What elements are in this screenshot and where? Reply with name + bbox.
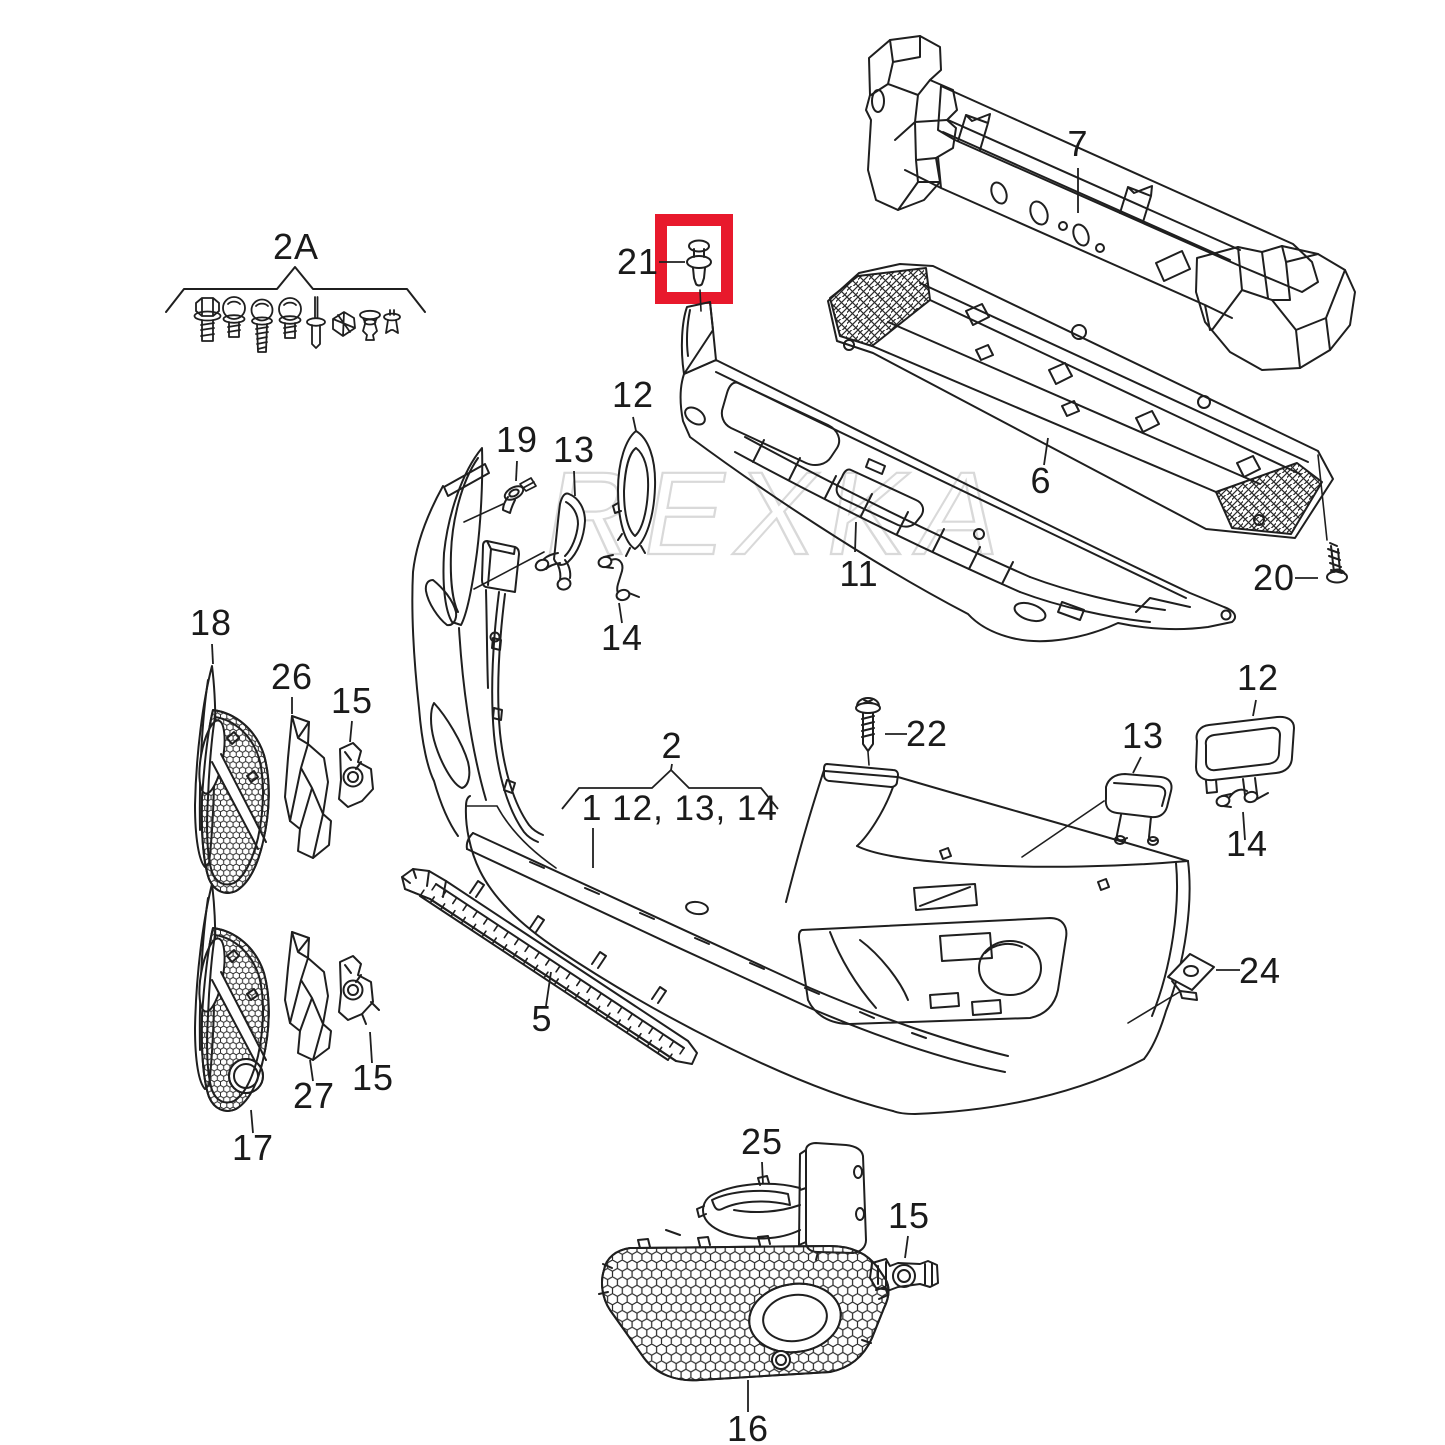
svg-text:13: 13 <box>1122 715 1164 756</box>
svg-text:18: 18 <box>190 602 232 643</box>
svg-text:11: 11 <box>839 553 878 594</box>
svg-text:15: 15 <box>888 1195 930 1236</box>
svg-text:6: 6 <box>1030 460 1051 501</box>
svg-text:15: 15 <box>352 1057 394 1098</box>
svg-text:26: 26 <box>271 656 313 697</box>
svg-text:27: 27 <box>293 1075 335 1116</box>
svg-text:13: 13 <box>553 429 595 470</box>
svg-text:7: 7 <box>1067 123 1088 164</box>
svg-text:1: 1 <box>581 787 602 828</box>
svg-text:25: 25 <box>741 1121 783 1162</box>
svg-text:14: 14 <box>601 617 643 658</box>
svg-text:12, 13, 14: 12, 13, 14 <box>612 789 778 828</box>
svg-text:5: 5 <box>531 998 552 1039</box>
svg-text:16: 16 <box>727 1408 769 1445</box>
svg-text:12: 12 <box>1237 657 1279 698</box>
svg-text:2: 2 <box>661 725 682 766</box>
svg-text:20: 20 <box>1253 557 1295 598</box>
svg-text:21: 21 <box>617 241 659 282</box>
svg-text:15: 15 <box>331 680 373 721</box>
svg-text:24: 24 <box>1239 950 1281 991</box>
svg-text:14: 14 <box>1226 823 1268 864</box>
svg-text:19: 19 <box>496 419 538 460</box>
svg-text:2A: 2A <box>273 226 319 267</box>
svg-text:17: 17 <box>232 1127 274 1168</box>
svg-text:12: 12 <box>612 374 654 415</box>
svg-text:22: 22 <box>906 713 948 754</box>
